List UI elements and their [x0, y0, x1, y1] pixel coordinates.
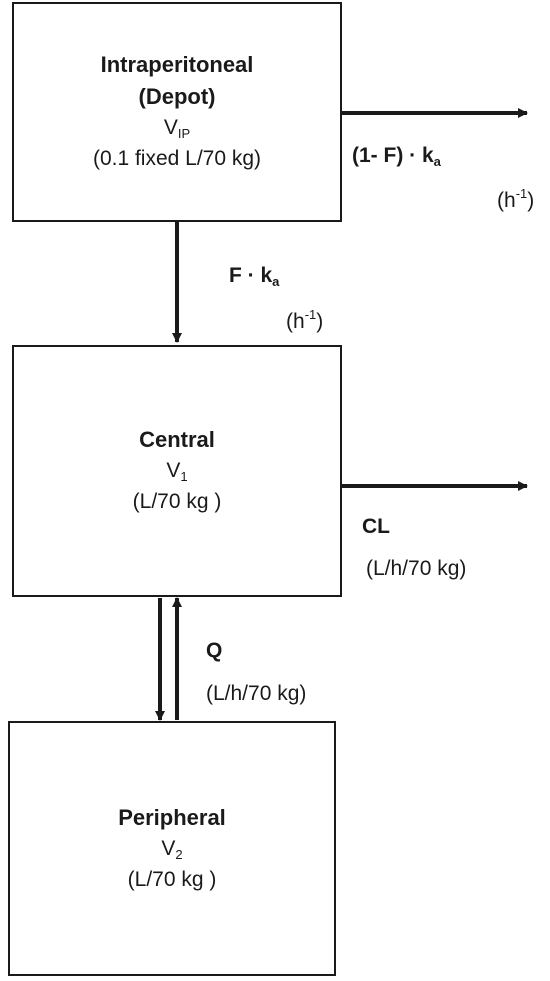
depot-elimination-unit: (h-1) [497, 186, 534, 213]
absorption-unit-close: ) [316, 310, 324, 333]
central-volume: V1 [166, 456, 187, 487]
absorption-label-subscript: a [272, 274, 280, 289]
depot-volume-subscript: IP [177, 126, 191, 142]
peripheral-volume-subscript: 2 [175, 846, 183, 862]
peripheral-compartment: Peripheral V2 (L/70 kg ) [8, 721, 336, 976]
depot-elimination-unit-exponent: -1 [515, 186, 528, 201]
depot-volume-unit: (0.1 fixed L/70 kg) [92, 147, 262, 171]
peripheral-volume: V2 [161, 834, 182, 865]
central-volume-symbol: V [166, 459, 181, 483]
depot-volume: VIP [164, 113, 190, 144]
absorption-unit-exponent: -1 [304, 307, 317, 322]
depot-elimination-unit-close: ) [527, 189, 535, 212]
absorption-unit: (h-1) [286, 307, 323, 334]
absorption-label-prefix: F · k [229, 264, 273, 287]
central-title: Central [139, 427, 215, 453]
peripheral-volume-symbol: V [161, 836, 176, 860]
central-compartment: Central V1 (L/70 kg ) [12, 345, 342, 597]
depot-title-line1: Intraperitoneal [100, 52, 254, 78]
absorption-label: F · ka [229, 263, 279, 290]
central-volume-subscript: 1 [180, 469, 188, 485]
depot-elimination-label-subscript: a [433, 154, 441, 169]
depot-elimination-label-prefix: (1- F) · k [352, 144, 434, 167]
depot-volume-symbol: V [163, 116, 178, 140]
clearance-label: CL [362, 515, 390, 538]
depot-elimination-label: (1- F) · ka [352, 143, 441, 170]
central-volume-unit: (L/70 kg ) [132, 490, 222, 514]
clearance-unit: (L/h/70 kg) [366, 557, 467, 580]
depot-title-line2: (Depot) [138, 84, 216, 110]
absorption-unit-base: (h [286, 310, 305, 333]
peripheral-volume-unit: (L/70 kg ) [127, 867, 217, 891]
depot-elimination-unit-base: (h [497, 189, 516, 212]
intercompartmental-unit: (L/h/70 kg) [206, 682, 307, 705]
intercompartmental-label: Q [206, 639, 223, 662]
depot-compartment: Intraperitoneal (Depot) VIP (0.1 fixed L… [12, 2, 342, 222]
peripheral-title: Peripheral [118, 804, 226, 830]
